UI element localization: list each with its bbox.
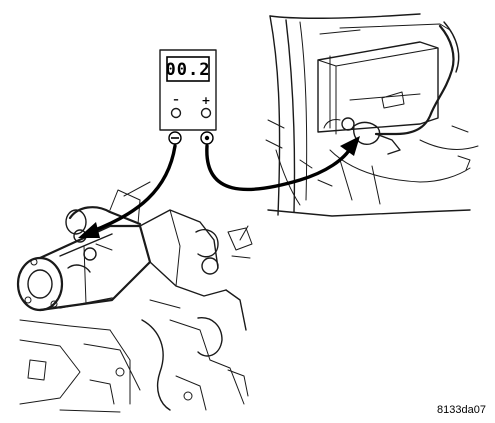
figure-code: 8133da07 [437,404,486,416]
multimeter-body [159,49,217,131]
positive-probe-plug [200,131,214,145]
starter-motor-illustration [16,181,253,413]
positive-sign-label: + [201,94,210,107]
negative-test-lead [88,144,177,234]
positive-jack [200,107,212,119]
negative-probe-plug [168,131,182,145]
negative-lead-arrowhead [78,222,100,238]
positive-test-lead [205,144,354,192]
negative-sign-label: – [173,93,179,106]
battery-compartment-illustration [265,13,479,217]
multimeter-display [166,56,210,82]
positive-lead-arrowhead [340,136,360,156]
multimeter: 00.2 – + [159,49,217,131]
multimeter-reading: 00.2 [166,60,211,80]
negative-jack [170,107,182,119]
